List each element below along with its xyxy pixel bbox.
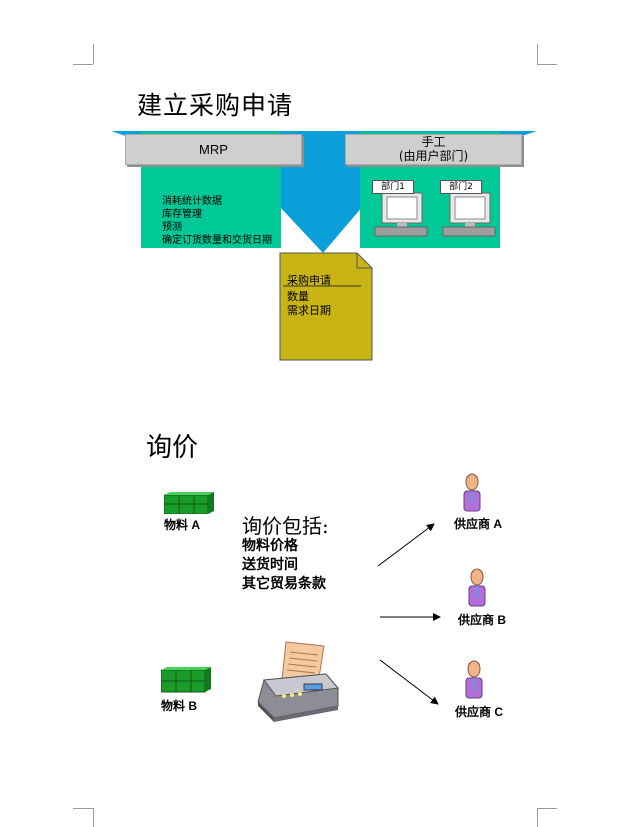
- section1-title: 建立采购申请: [137, 91, 294, 120]
- manual-label-bar: 手工 (由用户部门): [345, 134, 522, 165]
- manual-label-line1: 手工: [421, 135, 446, 149]
- inquiry-items-list: 物料价格 送货时间 其它贸易条款: [242, 537, 326, 594]
- request-doc-line: 需求日期: [287, 304, 331, 317]
- supplier-c-label: 供应商 C: [455, 705, 504, 719]
- inquiry-item: 送货时间: [242, 557, 298, 573]
- department-label-1: 部门1: [372, 180, 414, 194]
- material-b-box-icon: [161, 667, 211, 693]
- inquiry-item: 物料价格: [242, 538, 298, 554]
- supplier-c-person-icon: [465, 660, 483, 699]
- arrow-to-supplier-a: [377, 523, 435, 567]
- supplier-b-label: 供应商 B: [458, 613, 507, 627]
- crop-mark-top-left-h: [73, 64, 93, 65]
- crop-mark-bottom-left-h: [73, 808, 93, 809]
- mrp-item: 确定订货数量和交货日期: [162, 235, 272, 246]
- material-b-label: 物料 B: [161, 699, 198, 713]
- arrow-to-supplier-c: [379, 659, 439, 705]
- mrp-item: 库存管理: [162, 209, 202, 220]
- section2-title: 询价: [146, 433, 199, 463]
- request-doc-title: 采购申请: [287, 274, 331, 287]
- computer-dept2: [442, 192, 496, 237]
- document-fold: [356, 253, 372, 269]
- crop-mark-bottom-right-v: [537, 808, 538, 827]
- mrp-items-list: 消耗统计数据 库存管理 预测 确定订货数量和交货日期: [162, 195, 272, 247]
- supplier-a-person-icon: [463, 473, 481, 512]
- request-doc-line: 数量: [287, 290, 309, 303]
- supplier-b-person-icon: [468, 568, 486, 607]
- computer-dept1: [374, 192, 428, 237]
- department-label-2: 部门2: [440, 180, 482, 194]
- mrp-label: MRP: [199, 142, 228, 157]
- material-a-label: 物料 A: [164, 518, 201, 532]
- supplier-a-label: 供应商 A: [454, 517, 503, 531]
- crop-mark-top-left-v: [93, 44, 94, 64]
- manual-label-line2: (由用户部门): [398, 149, 469, 163]
- crop-mark-top-right-v: [537, 44, 538, 64]
- material-a-box-icon: [164, 492, 214, 514]
- request-doc-lines: 数量 需求日期: [287, 290, 331, 318]
- request-document: [279, 252, 373, 361]
- crop-mark-bottom-right-h: [537, 808, 557, 809]
- inquiry-heading: 询价包括:: [242, 514, 329, 538]
- mrp-label-bar: MRP: [125, 134, 302, 165]
- mrp-item: 消耗统计数据: [162, 196, 222, 207]
- inquiry-item: 其它贸易条款: [242, 576, 326, 592]
- inquiry-arrows: [377, 523, 441, 705]
- crop-mark-top-right-h: [537, 64, 557, 65]
- mrp-item: 预测: [162, 222, 182, 233]
- crop-mark-bottom-left-v: [93, 808, 94, 827]
- fax-machine-icon: [257, 641, 339, 722]
